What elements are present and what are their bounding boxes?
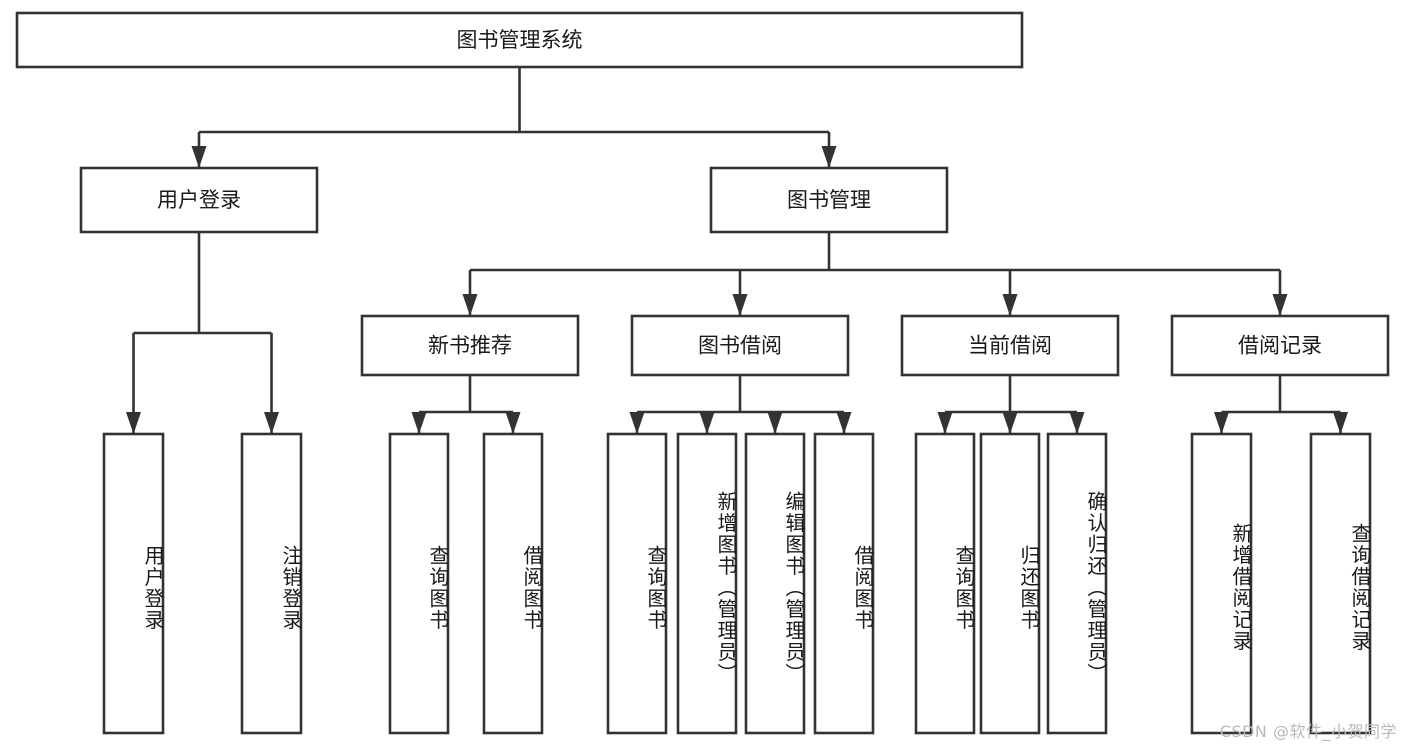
- node-l3-label: 图书借阅: [698, 334, 782, 358]
- node-l3-box[interactable]: [1170, 314, 1390, 377]
- arrow-head-icon: [1214, 412, 1229, 434]
- arrow-head-icon: [462, 294, 478, 316]
- node-leaf-box[interactable]: [676, 432, 738, 735]
- node-leaf-box[interactable]: [388, 432, 450, 735]
- node-leaf-box[interactable]: [1190, 432, 1253, 735]
- arrow-head-icon: [411, 412, 427, 434]
- node-leaf-box[interactable]: [102, 432, 165, 735]
- node-l3-box[interactable]: [630, 314, 850, 377]
- node-l2-label: 用户登录: [157, 188, 241, 212]
- node-l2-box[interactable]: [709, 166, 949, 234]
- node-l3-box[interactable]: [360, 314, 580, 377]
- node-root-box[interactable]: [15, 11, 1024, 69]
- arrow-head-icon: [1069, 412, 1085, 434]
- node-leaf-box[interactable]: [914, 432, 976, 735]
- node-l3-label: 借阅记录: [1238, 334, 1322, 358]
- node-leaf-box[interactable]: [1309, 432, 1372, 735]
- node-l3-label: 当前借阅: [968, 334, 1052, 358]
- arrow-head-icon: [1002, 412, 1018, 434]
- arrow-head-icon: [126, 412, 141, 434]
- arrow-head-icon: [191, 146, 207, 168]
- node-l2-box[interactable]: [79, 166, 319, 234]
- node-leaf-box[interactable]: [240, 432, 303, 735]
- arrow-head-icon: [821, 146, 837, 168]
- arrow-head-icon: [264, 412, 279, 434]
- node-leaf-box[interactable]: [979, 432, 1041, 735]
- node-leaf-box[interactable]: [744, 432, 806, 735]
- arrow-head-icon: [1002, 294, 1018, 316]
- node-leaf-box[interactable]: [1046, 432, 1108, 735]
- node-root-label: 图书管理系统: [457, 28, 583, 52]
- arrow-head-icon: [937, 412, 953, 434]
- csdn-watermark: CSDN @软件_小贺同学: [1219, 722, 1397, 741]
- node-leaf-box[interactable]: [606, 432, 668, 735]
- arrow-head-icon: [767, 412, 783, 434]
- arrow-head-icon: [1333, 412, 1348, 434]
- arrow-head-icon: [629, 412, 645, 434]
- connectors-layer: [126, 67, 1348, 434]
- arrow-head-icon: [699, 412, 715, 434]
- arrow-head-icon: [732, 294, 748, 316]
- arrow-head-icon: [505, 412, 521, 434]
- node-l3-label: 新书推荐: [428, 334, 512, 358]
- node-leaf-box[interactable]: [482, 432, 544, 735]
- node-l3-box[interactable]: [900, 314, 1120, 377]
- boxes-layer: [15, 11, 1390, 735]
- arrow-head-icon: [1272, 294, 1288, 316]
- arrow-head-icon: [836, 412, 852, 434]
- node-l2-label: 图书管理: [787, 188, 871, 212]
- node-leaf-box[interactable]: [813, 432, 875, 735]
